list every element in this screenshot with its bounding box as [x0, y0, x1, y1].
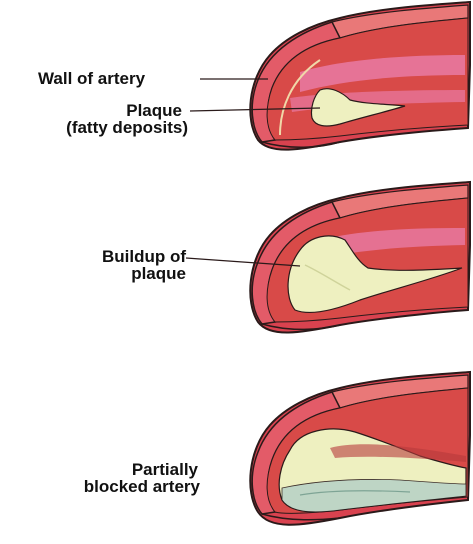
label-blocked-line1: Partially [24, 461, 200, 478]
label-buildup-line1: Buildup of [80, 248, 186, 265]
artery-segment-1 [250, 2, 470, 150]
label-plaque: Plaque (fatty deposits) [24, 102, 188, 136]
label-plaque-line2: (fatty deposits) [24, 119, 188, 136]
artery-segment-2 [250, 182, 470, 333]
label-wall-of-artery: Wall of artery [38, 70, 145, 87]
label-buildup-of-plaque: Buildup of plaque [80, 248, 186, 282]
artery-segment-3 [250, 372, 470, 525]
label-plaque-line1: Plaque [24, 102, 188, 119]
label-blocked-line2: blocked artery [24, 478, 200, 495]
label-buildup-line2: plaque [80, 265, 186, 282]
label-partially-blocked-artery: Partially blocked artery [24, 461, 200, 495]
